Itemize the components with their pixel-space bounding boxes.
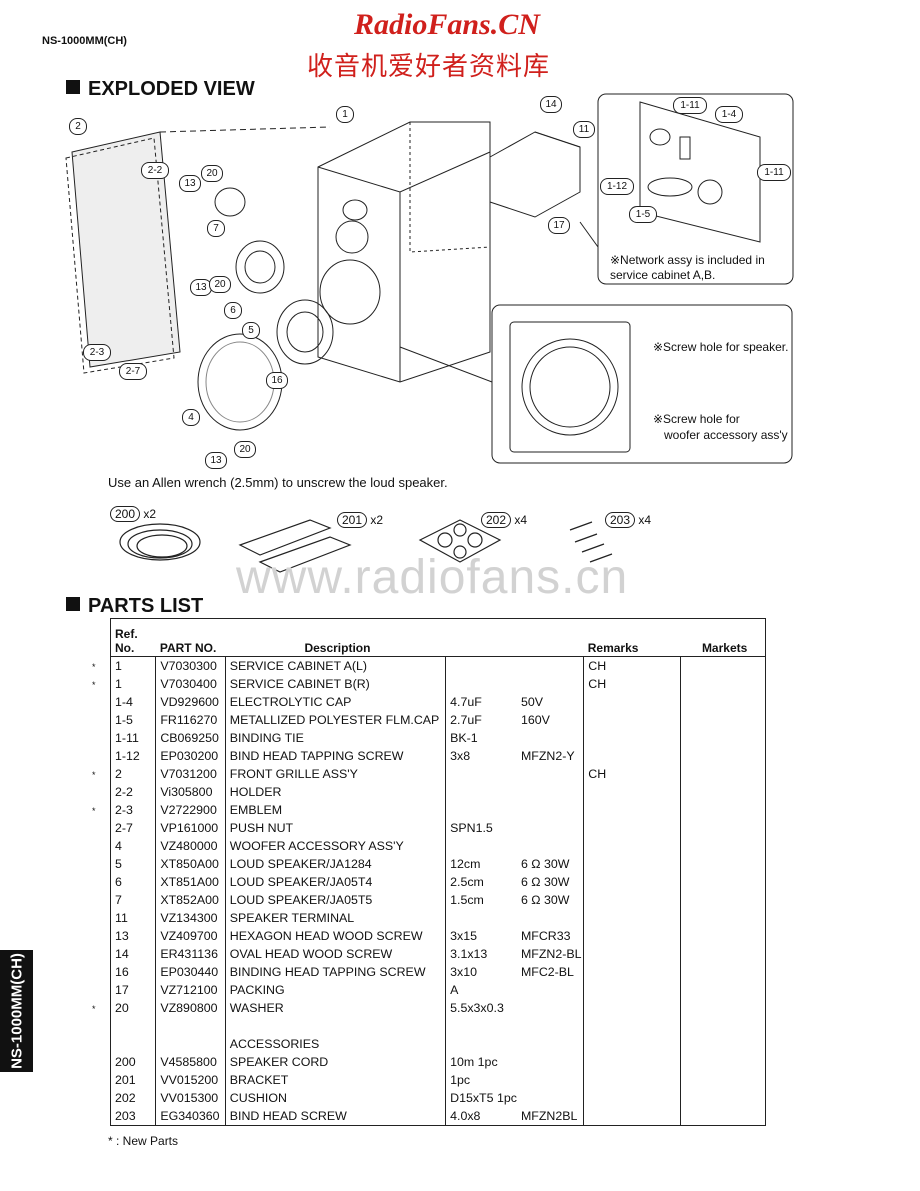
model-code: NS-1000MM(CH) — [42, 35, 127, 47]
new-part-mark: * — [92, 806, 96, 816]
callout-bubble: 2-2 — [141, 162, 169, 179]
screw-note-woofer-line2: woofer accessory ass'y — [664, 428, 788, 442]
exploded-view-title: EXPLODED VIEW — [88, 78, 255, 100]
callout-bubble: 2-3 — [83, 344, 111, 361]
new-parts-legend: * : New Parts — [108, 1134, 179, 1148]
parts-list-heading: PARTS LIST — [66, 595, 203, 618]
allen-wrench-note: Use an Allen wrench (2.5mm) to unscrew t… — [108, 475, 448, 490]
site-watermark: www.radiofans.cn — [236, 551, 629, 604]
callout-bubble: 20 — [201, 165, 223, 182]
col-ref: Ref.No. — [110, 618, 156, 657]
col-markets: Markets — [680, 618, 766, 657]
new-part-mark: * — [92, 770, 96, 780]
callout-bubble: 2 — [69, 118, 87, 135]
callout-bubble: 2-7 — [119, 363, 147, 380]
exploded-view-heading: EXPLODED VIEW — [66, 78, 255, 101]
callout-bubble: 1-11 — [673, 97, 707, 114]
screw-note-speaker: ※Screw hole for speaker. — [653, 340, 789, 354]
callout-bubble: 20 — [209, 276, 231, 293]
bullet-square-icon — [66, 80, 80, 94]
callout-bubble: 1 — [336, 106, 354, 123]
table-row — [111, 1017, 766, 1035]
accessory-label: 202 x4 — [481, 512, 527, 528]
watermark-title: RadioFans.CN — [354, 8, 540, 41]
accessory-label: 200 x2 — [110, 506, 156, 522]
callout-bubble: 1-11 — [757, 164, 791, 181]
accessory-label: 201 x2 — [337, 512, 383, 528]
callout-bubble: 11 — [573, 121, 595, 138]
side-tab-label: NS-1000MM(CH) — [8, 953, 25, 1069]
col-description: Description — [225, 618, 446, 657]
new-part-mark: * — [92, 662, 96, 672]
network-note: ※Network assy is included in service cab… — [610, 253, 765, 282]
callout-bubble: 17 — [548, 217, 570, 234]
accessory-label: 203 x4 — [605, 512, 651, 528]
callout-bubble: 16 — [266, 372, 288, 389]
callout-bubble: 4 — [182, 409, 200, 426]
parts-table: Ref.No. PART NO. Description Remarks Mar… — [110, 618, 766, 1126]
callout-bubble: 1-4 — [715, 106, 743, 123]
callout-bubble: 1-12 — [600, 178, 634, 195]
exploded-view-diagram — [65, 93, 794, 464]
new-part-mark: * — [92, 1004, 96, 1014]
table-row: ACCESSORIES — [111, 1035, 766, 1053]
callout-bubble: 14 — [540, 96, 562, 113]
callout-bubble: 13 — [205, 452, 227, 469]
col-remarks: Remarks — [583, 618, 681, 657]
callout-bubble: 7 — [207, 220, 225, 237]
parts-list-title: PARTS LIST — [88, 595, 204, 617]
bullet-square-icon — [66, 597, 80, 611]
callout-bubble: 6 — [224, 302, 242, 319]
col-part-no: PART NO. — [155, 618, 226, 657]
side-tab: NS-1000MM(CH) — [0, 950, 33, 1072]
accessories-illustration — [119, 519, 613, 573]
callout-bubble: 20 — [234, 441, 256, 458]
new-part-mark: * — [92, 680, 96, 690]
screw-note-woofer-line1: ※Screw hole for — [653, 412, 740, 426]
watermark-cn: 收音机爱好者资料库 — [307, 52, 551, 82]
callout-bubble: 13 — [179, 175, 201, 192]
table-header-row: Ref.No. PART NO. Description Remarks Mar… — [110, 618, 766, 657]
callout-bubble: 5 — [242, 322, 260, 339]
callout-bubble: 1-5 — [629, 206, 657, 223]
